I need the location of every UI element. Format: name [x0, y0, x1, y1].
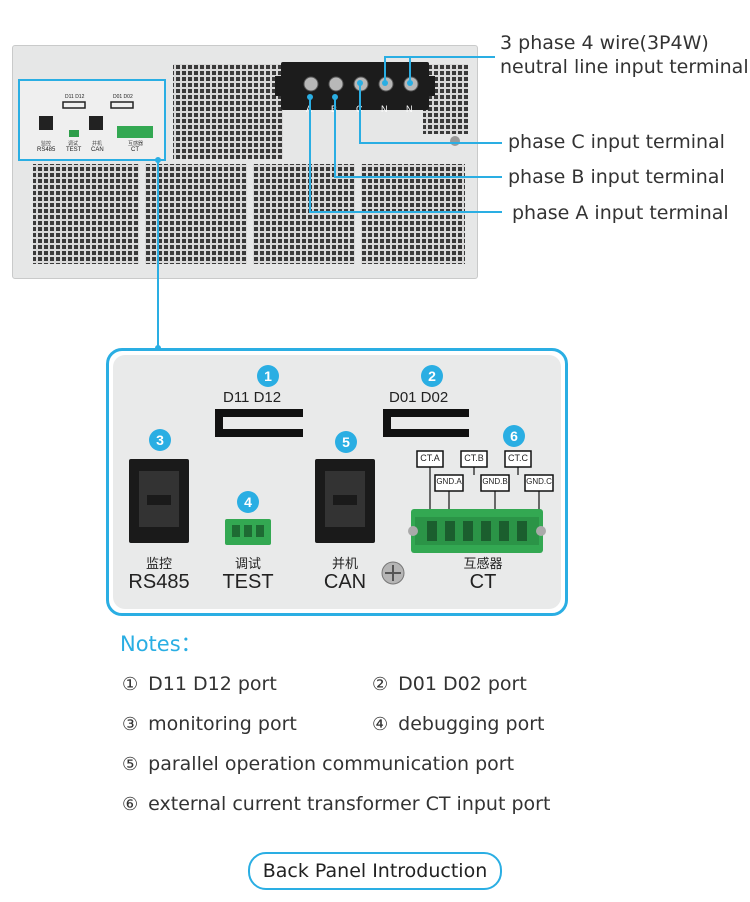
- marker-2: 2: [421, 365, 443, 387]
- note-item-1: ① D11 D12 port: [122, 673, 277, 695]
- small-ct-cn: 互感器: [128, 141, 144, 147]
- terminal-letter-n1: N: [381, 104, 388, 114]
- note-text: debugging port: [398, 713, 545, 735]
- note-text: monitoring port: [148, 713, 297, 735]
- note-item-2: ② D01 D02 port: [372, 673, 527, 695]
- small-can-cn: 并机: [92, 141, 103, 147]
- rs485-cn-label: 监控: [145, 556, 172, 571]
- gnd-a-label: GND.A: [436, 477, 462, 486]
- marker-1: 1: [257, 365, 279, 387]
- terminal-letter-n2: N: [406, 104, 413, 114]
- note-text: D01 D02 port: [398, 673, 527, 695]
- detail-panel-art: [129, 409, 554, 585]
- back-panel-introduction-label: Back Panel Introduction: [262, 860, 488, 882]
- ct-a-label: CT.A: [420, 453, 440, 463]
- callout-neutral-line2: neutral line input terminal: [500, 56, 749, 78]
- note-item-4: ④ debugging port: [372, 713, 544, 735]
- ct-cn-label: 互感器: [463, 556, 503, 571]
- marker-3: 3: [149, 429, 171, 451]
- can-label: CAN: [323, 571, 367, 593]
- note-item-3: ③ monitoring port: [122, 713, 297, 735]
- d01d02-label: D01 D02: [389, 389, 449, 406]
- detail-panel-frame: 1 2 3 4 5 6 D11 D12 D01 D02 CT.A CT.B CT…: [106, 348, 568, 616]
- note-num: ②: [372, 674, 389, 695]
- back-panel-introduction-button[interactable]: Back Panel Introduction: [248, 852, 502, 890]
- note-num: ①: [122, 674, 139, 695]
- note-item-6: ⑥ external current transformer CT input p…: [122, 793, 550, 815]
- detail-panel: 1 2 3 4 5 6 D11 D12 D01 D02 CT.A CT.B CT…: [113, 355, 561, 609]
- device-panel-art: [18, 62, 468, 271]
- small-test: TEST: [66, 147, 82, 153]
- marker-6: 6: [503, 425, 525, 447]
- small-test-cn: 调试: [68, 141, 79, 147]
- ct-c-label: CT.C: [508, 453, 528, 463]
- device-back-panel: A B C N N D11 D12 D01 D02 监控 RS485 调试 TE…: [12, 45, 478, 279]
- notes-title: Notes：: [120, 632, 202, 656]
- small-d01d02-label: D01 D02: [113, 94, 133, 100]
- note-num: ④: [372, 714, 389, 735]
- test-cn-label: 调试: [234, 556, 261, 571]
- note-item-5: ⑤ parallel operation communication port: [122, 753, 514, 775]
- small-rs485: RS485: [37, 147, 56, 153]
- ct-b-label: CT.B: [464, 453, 484, 463]
- callout-phase-b: phase B input terminal: [508, 166, 725, 188]
- small-rs485-cn: 监控: [41, 141, 52, 147]
- note-text: D11 D12 port: [148, 673, 277, 695]
- can-cn-label: 并机: [331, 556, 358, 571]
- small-d11d12-label: D11 D12: [65, 94, 85, 100]
- small-can: CAN: [91, 147, 104, 153]
- note-num: ⑤: [122, 754, 139, 775]
- test-label: TEST: [222, 571, 274, 593]
- note-num: ③: [122, 714, 139, 735]
- d11d12-label: D11 D12: [223, 389, 282, 406]
- gnd-b-label: GND.B: [482, 477, 508, 486]
- gnd-c-label: GND.C: [526, 477, 552, 486]
- ct-label: CT: [469, 571, 497, 593]
- marker-5: 5: [335, 431, 357, 453]
- marker-4: 4: [237, 491, 259, 513]
- small-ct: CT: [131, 147, 139, 153]
- rs485-label: RS485: [128, 571, 190, 593]
- callout-lines: [155, 56, 502, 351]
- callout-phase-c: phase C input terminal: [508, 131, 725, 153]
- note-text: external current transformer CT input po…: [148, 793, 551, 815]
- callout-neutral-line1: 3 phase 4 wire(3P4W): [500, 32, 709, 54]
- callout-phase-a: phase A input terminal: [512, 202, 729, 224]
- note-text: parallel operation communication port: [148, 753, 515, 775]
- note-num: ⑥: [122, 794, 139, 815]
